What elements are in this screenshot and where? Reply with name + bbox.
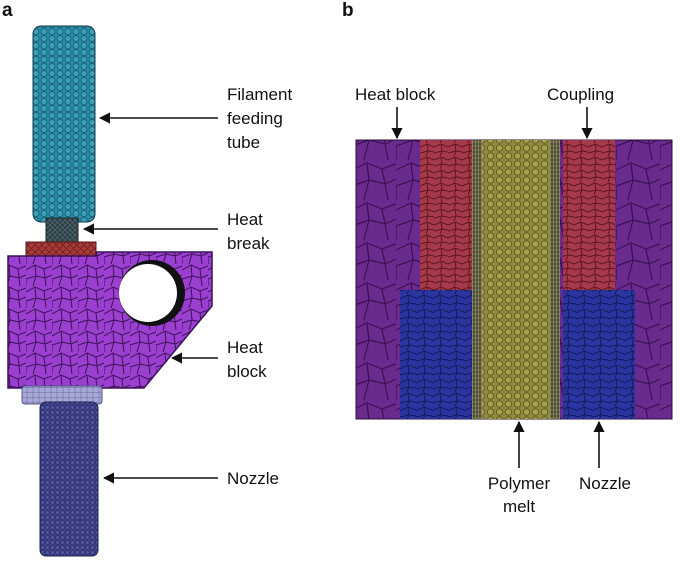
label-nozzle-b: Nozzle [579,474,631,493]
blue-region-left [400,290,478,419]
label-heat-break: Heat break [227,210,270,253]
label-polymer-melt: Polymer melt [488,474,551,516]
label-heat-block-a: Heat block [227,338,267,381]
panel-a-letter: a [2,0,13,21]
heat-block [7,251,213,389]
heat-break-coupling [25,241,97,257]
svg-text:Heat: Heat [227,210,263,229]
svg-text:Polymer: Polymer [488,474,551,493]
polymer-melt-channel [482,140,550,419]
boundary-layer-right [550,140,560,419]
svg-text:block: block [227,362,267,381]
red-region-right [563,140,615,292]
svg-text:melt: melt [503,497,535,516]
blue-region-right [563,290,635,419]
svg-text:Heat: Heat [227,338,263,357]
svg-text:feeding: feeding [227,109,283,128]
heat-block-hole [119,264,177,322]
label-heat-block-b: Heat block [355,85,436,104]
boundary-layer-left [472,140,482,419]
heat-break [45,217,79,245]
svg-text:break: break [227,234,270,253]
nozzle [39,401,99,557]
nozzle-ring [21,385,103,405]
red-region-left [420,140,478,292]
label-nozzle-a: Nozzle [227,469,279,488]
label-coupling: Coupling [547,85,614,104]
label-filament-feeding-tube: Filament feeding tube [227,85,292,152]
filament-feeding-tube [32,25,96,223]
mesh-cross-section [355,139,673,420]
panel-b-letter: b [342,0,354,21]
svg-text:Filament: Filament [227,85,292,104]
svg-text:tube: tube [227,133,260,152]
